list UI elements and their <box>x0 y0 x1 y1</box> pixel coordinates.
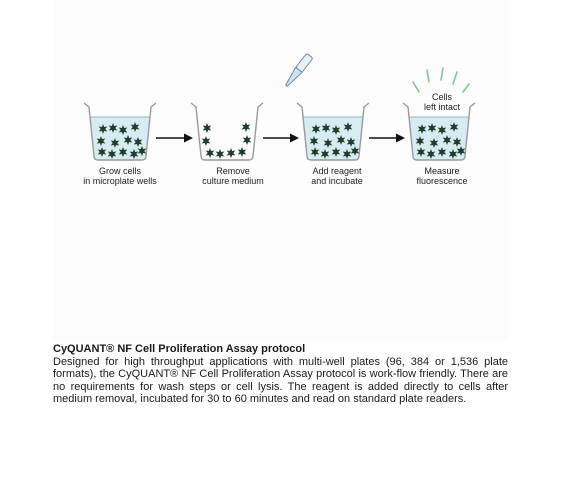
cell-icon <box>449 122 459 132</box>
pipette-tip <box>285 66 303 87</box>
caption-title: CyQUANT® NF Cell Proliferation Assay pro… <box>53 343 306 355</box>
cell-icon <box>118 147 128 157</box>
cell-icon <box>452 137 462 147</box>
well-outline <box>190 102 264 161</box>
cell-icon <box>107 149 117 159</box>
cell-icon <box>416 147 426 157</box>
cell-icon <box>108 123 118 133</box>
cell-icon <box>429 138 439 148</box>
cell-icon <box>118 125 128 135</box>
cell-icon <box>215 149 225 159</box>
cell-icon <box>205 148 215 158</box>
cell-icon <box>437 125 447 135</box>
ray <box>440 67 444 81</box>
cell-icon <box>242 135 252 145</box>
step-label-grow: Grow cells in microplate wells <box>83 166 157 186</box>
cell-icon <box>201 136 211 146</box>
ray <box>426 69 430 83</box>
fluorescence-rays-icon <box>412 67 470 93</box>
cell-icon <box>415 136 425 146</box>
cell-icon <box>123 135 133 145</box>
ray <box>452 71 458 85</box>
cell-icon <box>137 146 147 156</box>
cell-icon <box>130 122 140 132</box>
cell-icon <box>417 124 427 134</box>
cell-icon <box>309 136 319 146</box>
cell-icon <box>336 135 346 145</box>
pipette-icon <box>285 53 313 87</box>
well-outline <box>402 102 476 161</box>
well-outline <box>296 102 370 161</box>
cell-icon <box>202 123 212 133</box>
cells-intact-label: Cells left intact <box>423 92 461 112</box>
step-label-remove: Remove culture medium <box>202 166 264 186</box>
cell-icon <box>350 146 360 156</box>
ray <box>462 83 470 93</box>
cell-icon <box>427 123 437 133</box>
cell-icon <box>331 147 341 157</box>
cell-icon <box>237 147 247 157</box>
cell-icon <box>311 124 321 134</box>
well-2 <box>190 102 264 161</box>
step-label-add-reagent: Add reagent and incubate <box>311 166 363 186</box>
ray <box>412 81 420 93</box>
cell-icon <box>448 149 458 159</box>
diagram-canvas <box>83 53 476 161</box>
cell-icon <box>98 124 108 134</box>
cell-icon <box>310 147 320 157</box>
cell-icon <box>323 138 333 148</box>
protocol-diagram: Grow cells in microplate wells Remove cu… <box>53 0 508 340</box>
cell-icon <box>97 147 107 157</box>
cell-icon <box>442 135 452 145</box>
caption: CyQUANT® NF Cell Proliferation Assay pro… <box>53 343 508 406</box>
cell-icon <box>426 149 436 159</box>
cell-icon <box>241 122 251 132</box>
cell-icon <box>437 147 447 157</box>
cell-icon <box>342 149 352 159</box>
cell-icon <box>456 146 466 156</box>
arrow-head-icon <box>396 133 405 143</box>
cell-icon <box>321 123 331 133</box>
arrow-head-icon <box>184 133 193 143</box>
cell-icon <box>343 122 353 132</box>
cell-icon <box>133 137 143 147</box>
cell-icon <box>346 137 356 147</box>
cell-icon <box>96 136 106 146</box>
step-label-measure: Measure fluorescence <box>416 166 468 186</box>
cell-icon <box>331 125 341 135</box>
cell-icon <box>129 149 139 159</box>
cell-icon <box>226 148 236 158</box>
well-outline <box>83 102 157 161</box>
arrow-head-icon <box>290 133 299 143</box>
cell-icon <box>320 149 330 159</box>
caption-body: Designed for high throughput application… <box>53 355 508 406</box>
cell-icon <box>110 138 120 148</box>
